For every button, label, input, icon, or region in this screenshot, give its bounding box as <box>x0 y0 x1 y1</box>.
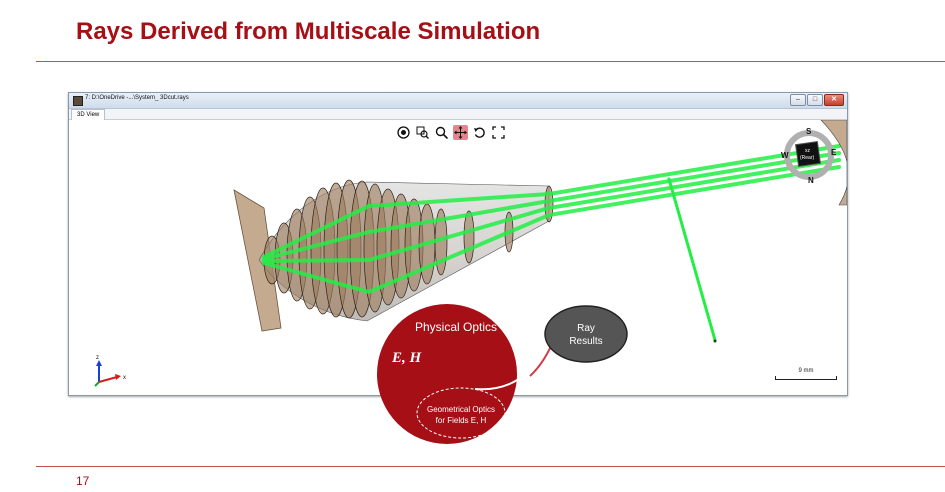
compass-ring <box>784 130 834 180</box>
ray-path <box>262 151 841 261</box>
eye-icon <box>397 125 410 139</box>
close-button[interactable]: ✕ <box>824 94 844 106</box>
zoom-icon <box>435 126 448 139</box>
cube-face-top-label: xz <box>805 148 811 154</box>
fit-view-button[interactable] <box>491 125 506 140</box>
view-eye-button[interactable] <box>396 125 411 140</box>
zoom-window-icon <box>416 126 429 139</box>
ray-endpoint <box>713 339 717 343</box>
ray-path <box>262 144 841 259</box>
ray-path <box>262 165 841 295</box>
pan-button[interactable] <box>453 124 468 140</box>
ray-path <box>262 158 841 263</box>
zoom-button[interactable] <box>434 125 449 140</box>
axis-x-label: x <box>123 375 126 381</box>
window-titlebar[interactable]: 7: D:\OneDrive -...\System_ 3Dcut.rays –… <box>69 93 847 109</box>
view-toolbar <box>396 124 506 140</box>
cube-face-rear-label: (Rear) <box>800 155 815 161</box>
application-window[interactable]: 7: D:\OneDrive -...\System_ 3Dcut.rays –… <box>68 92 848 396</box>
view-cube[interactable]: S W E N xz (Rear) <box>779 125 839 185</box>
minimize-button[interactable]: – <box>790 94 806 106</box>
footer-divider <box>36 466 945 467</box>
scale-bar-line <box>775 376 837 380</box>
fit-view-icon <box>492 125 505 139</box>
geometrical-optics-line1: Geometrical Optics <box>427 405 495 414</box>
source-plane <box>233 189 282 332</box>
reflected-ray <box>667 177 717 342</box>
window-title: 7: D:\OneDrive -...\System_ 3Dcut.rays <box>85 95 189 101</box>
lens-surface <box>463 210 475 264</box>
pan-icon <box>454 125 467 139</box>
page-number: 17 <box>76 474 90 488</box>
lens-stack <box>263 179 554 319</box>
compass-east: E <box>831 148 837 157</box>
zoom-window-button[interactable] <box>415 125 430 140</box>
tab-bar: 3D View <box>69 109 847 120</box>
slide-title: Rays Derived from Multiscale Simulation <box>76 18 541 45</box>
axis-triad: z x <box>94 355 126 387</box>
tab-3d-view[interactable]: 3D View <box>71 109 106 120</box>
rotate-button[interactable] <box>472 125 487 140</box>
detector-edge <box>820 120 847 206</box>
3d-viewport[interactable]: S W E N xz (Rear) z x 9 mm <box>69 120 847 395</box>
compass-south: S <box>806 127 812 136</box>
compass-west: W <box>781 151 789 160</box>
title-divider <box>36 61 945 62</box>
maximize-button[interactable]: □ <box>807 94 823 106</box>
cube-face[interactable] <box>795 141 821 167</box>
rotate-icon <box>474 127 485 138</box>
scale-bar-label: 9 mm <box>798 368 814 374</box>
scene-drawing <box>233 120 847 343</box>
scale-bar: 9 mm <box>775 368 837 380</box>
window-controls: – □ ✕ <box>790 94 844 106</box>
app-icon <box>73 96 83 106</box>
compass-north: N <box>808 176 814 185</box>
geometrical-optics-line2: for Fields E, H <box>436 416 487 425</box>
axis-z-label: z <box>96 355 99 361</box>
ray-bundle <box>262 144 841 295</box>
